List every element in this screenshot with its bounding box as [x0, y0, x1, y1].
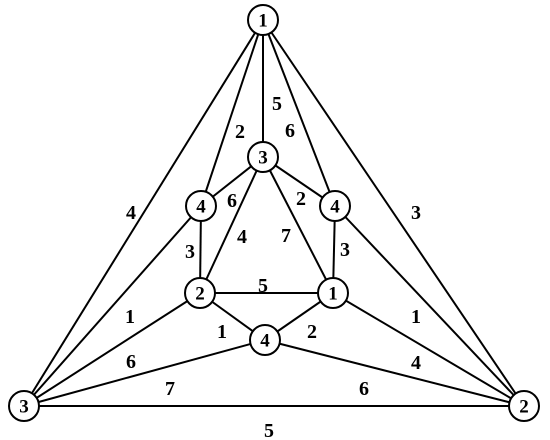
edge-top-br — [262, 19, 525, 407]
edge-label-i2-i1: 5 — [258, 275, 268, 297]
edge-label-ml4-i2: 3 — [185, 241, 195, 263]
node-circle — [184, 277, 216, 309]
edge-label-m3-mr4: 2 — [296, 188, 306, 210]
edge-m3-i2 — [199, 156, 264, 294]
edge-label-b4-bl: 7 — [165, 378, 175, 400]
node-circle — [319, 190, 351, 222]
node-br: 2 — [508, 390, 540, 422]
edge-label-top-mr4: 6 — [285, 120, 295, 142]
edge-label-top-ml4: 2 — [235, 121, 245, 143]
node-i1: 1 — [317, 277, 349, 309]
edge-i1-br — [332, 292, 525, 407]
edge-label-i1-br: 4 — [411, 352, 421, 374]
edge-top-ml4 — [200, 19, 264, 207]
node-ml4: 4 — [185, 190, 217, 222]
edge-b4-bl — [23, 339, 266, 407]
edge-label-i1-br: 1 — [411, 306, 421, 328]
edge-label-bl-br: 5 — [264, 420, 274, 440]
edge-ml4-bl — [23, 205, 202, 407]
edge-label-top-m3: 5 — [272, 93, 282, 115]
node-circle — [508, 390, 540, 422]
node-mr4: 4 — [319, 190, 351, 222]
edge-top-mr4 — [262, 19, 336, 207]
node-b4: 4 — [249, 324, 281, 356]
node-circle — [247, 4, 279, 36]
node-label: 3 — [19, 397, 29, 418]
node-label: 2 — [195, 284, 205, 305]
node-circle — [317, 277, 349, 309]
node-label: 4 — [196, 197, 206, 218]
edge-label-i2-b4: 1 — [217, 321, 227, 343]
edge-label-m3-ml4: 6 — [227, 190, 237, 212]
edge-mr4-br — [334, 205, 525, 407]
node-circle — [247, 141, 279, 173]
edge-label-i2-bl: 6 — [126, 351, 136, 373]
node-bl: 3 — [8, 390, 40, 422]
edge-b4-br — [264, 339, 525, 407]
edge-label-b4-br: 6 — [359, 378, 369, 400]
node-circle — [185, 190, 217, 222]
node-label: 4 — [330, 197, 340, 218]
edge-label-i2-bl: 1 — [125, 306, 135, 328]
node-label: 1 — [328, 284, 338, 305]
node-label: 4 — [260, 331, 270, 352]
node-i2: 2 — [184, 277, 216, 309]
node-label: 1 — [258, 11, 268, 32]
edge-i2-bl — [23, 292, 201, 407]
edge-label-top-bl: 4 — [126, 202, 136, 224]
node-m3: 3 — [247, 141, 279, 173]
edge-m3-i1 — [262, 156, 334, 294]
edge-top-bl — [23, 19, 264, 407]
node-label: 2 — [519, 397, 529, 418]
edge-label-m3-i1: 7 — [281, 225, 291, 247]
edge-label-mr4-i1: 3 — [340, 239, 350, 261]
edge-label-i1-b4: 2 — [307, 321, 317, 343]
node-circle — [249, 324, 281, 356]
node-label: 3 — [258, 148, 268, 169]
node-circle — [8, 390, 40, 422]
edge-label-m3-i2: 4 — [237, 226, 247, 248]
node-top: 1 — [247, 4, 279, 36]
edge-label-top-br: 3 — [411, 202, 421, 224]
